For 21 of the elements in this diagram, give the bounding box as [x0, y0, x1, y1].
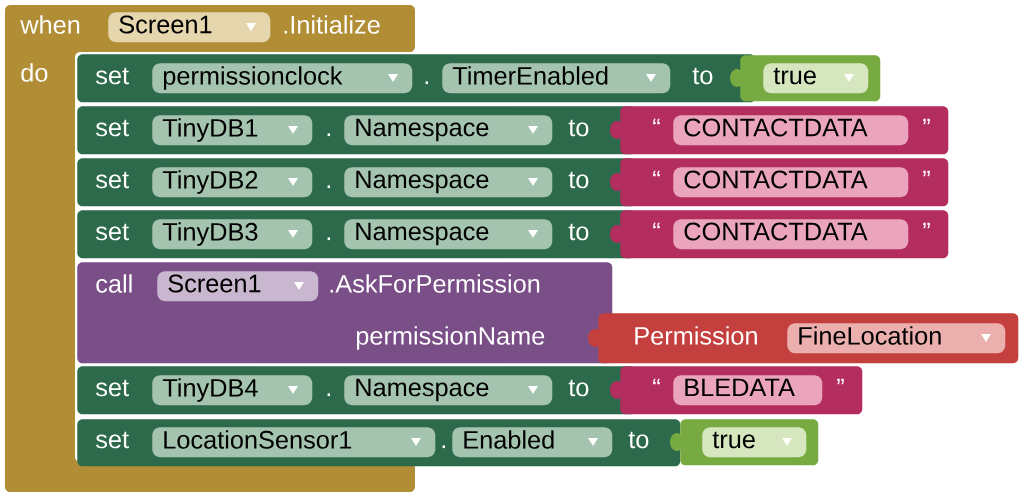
dropdown-field: Namespace — [344, 167, 553, 198]
dropdown-field: Enabled — [452, 427, 613, 458]
text-field: BLEDATA — [673, 375, 823, 406]
dropdown-field: TimerEnabled — [442, 63, 671, 94]
text-field: CONTACTDATA — [673, 219, 909, 250]
dropdown-field: true — [763, 63, 869, 94]
dropdown-field: FineLocation — [787, 323, 1006, 354]
dropdown-field: Namespace — [344, 219, 553, 250]
dropdown-field: true — [702, 427, 807, 458]
dropdown-field: permissionclock — [152, 63, 413, 94]
dropdown-field: Namespace — [344, 115, 553, 146]
dropdown-field: TinyDB2 — [152, 167, 313, 198]
dropdown-field: TinyDB3 — [152, 219, 313, 250]
text-field: CONTACTDATA — [673, 167, 909, 198]
dropdown-field: TinyDB4 — [152, 375, 313, 406]
dropdown-field: Screen1 — [108, 12, 271, 43]
dropdown-field: Namespace — [344, 375, 553, 406]
dropdown-field: LocationSensor1 — [152, 427, 436, 458]
text-field: CONTACTDATA — [673, 115, 909, 146]
dropdown-field: Screen1 — [157, 271, 319, 302]
dropdown-field: TinyDB1 — [152, 115, 313, 146]
